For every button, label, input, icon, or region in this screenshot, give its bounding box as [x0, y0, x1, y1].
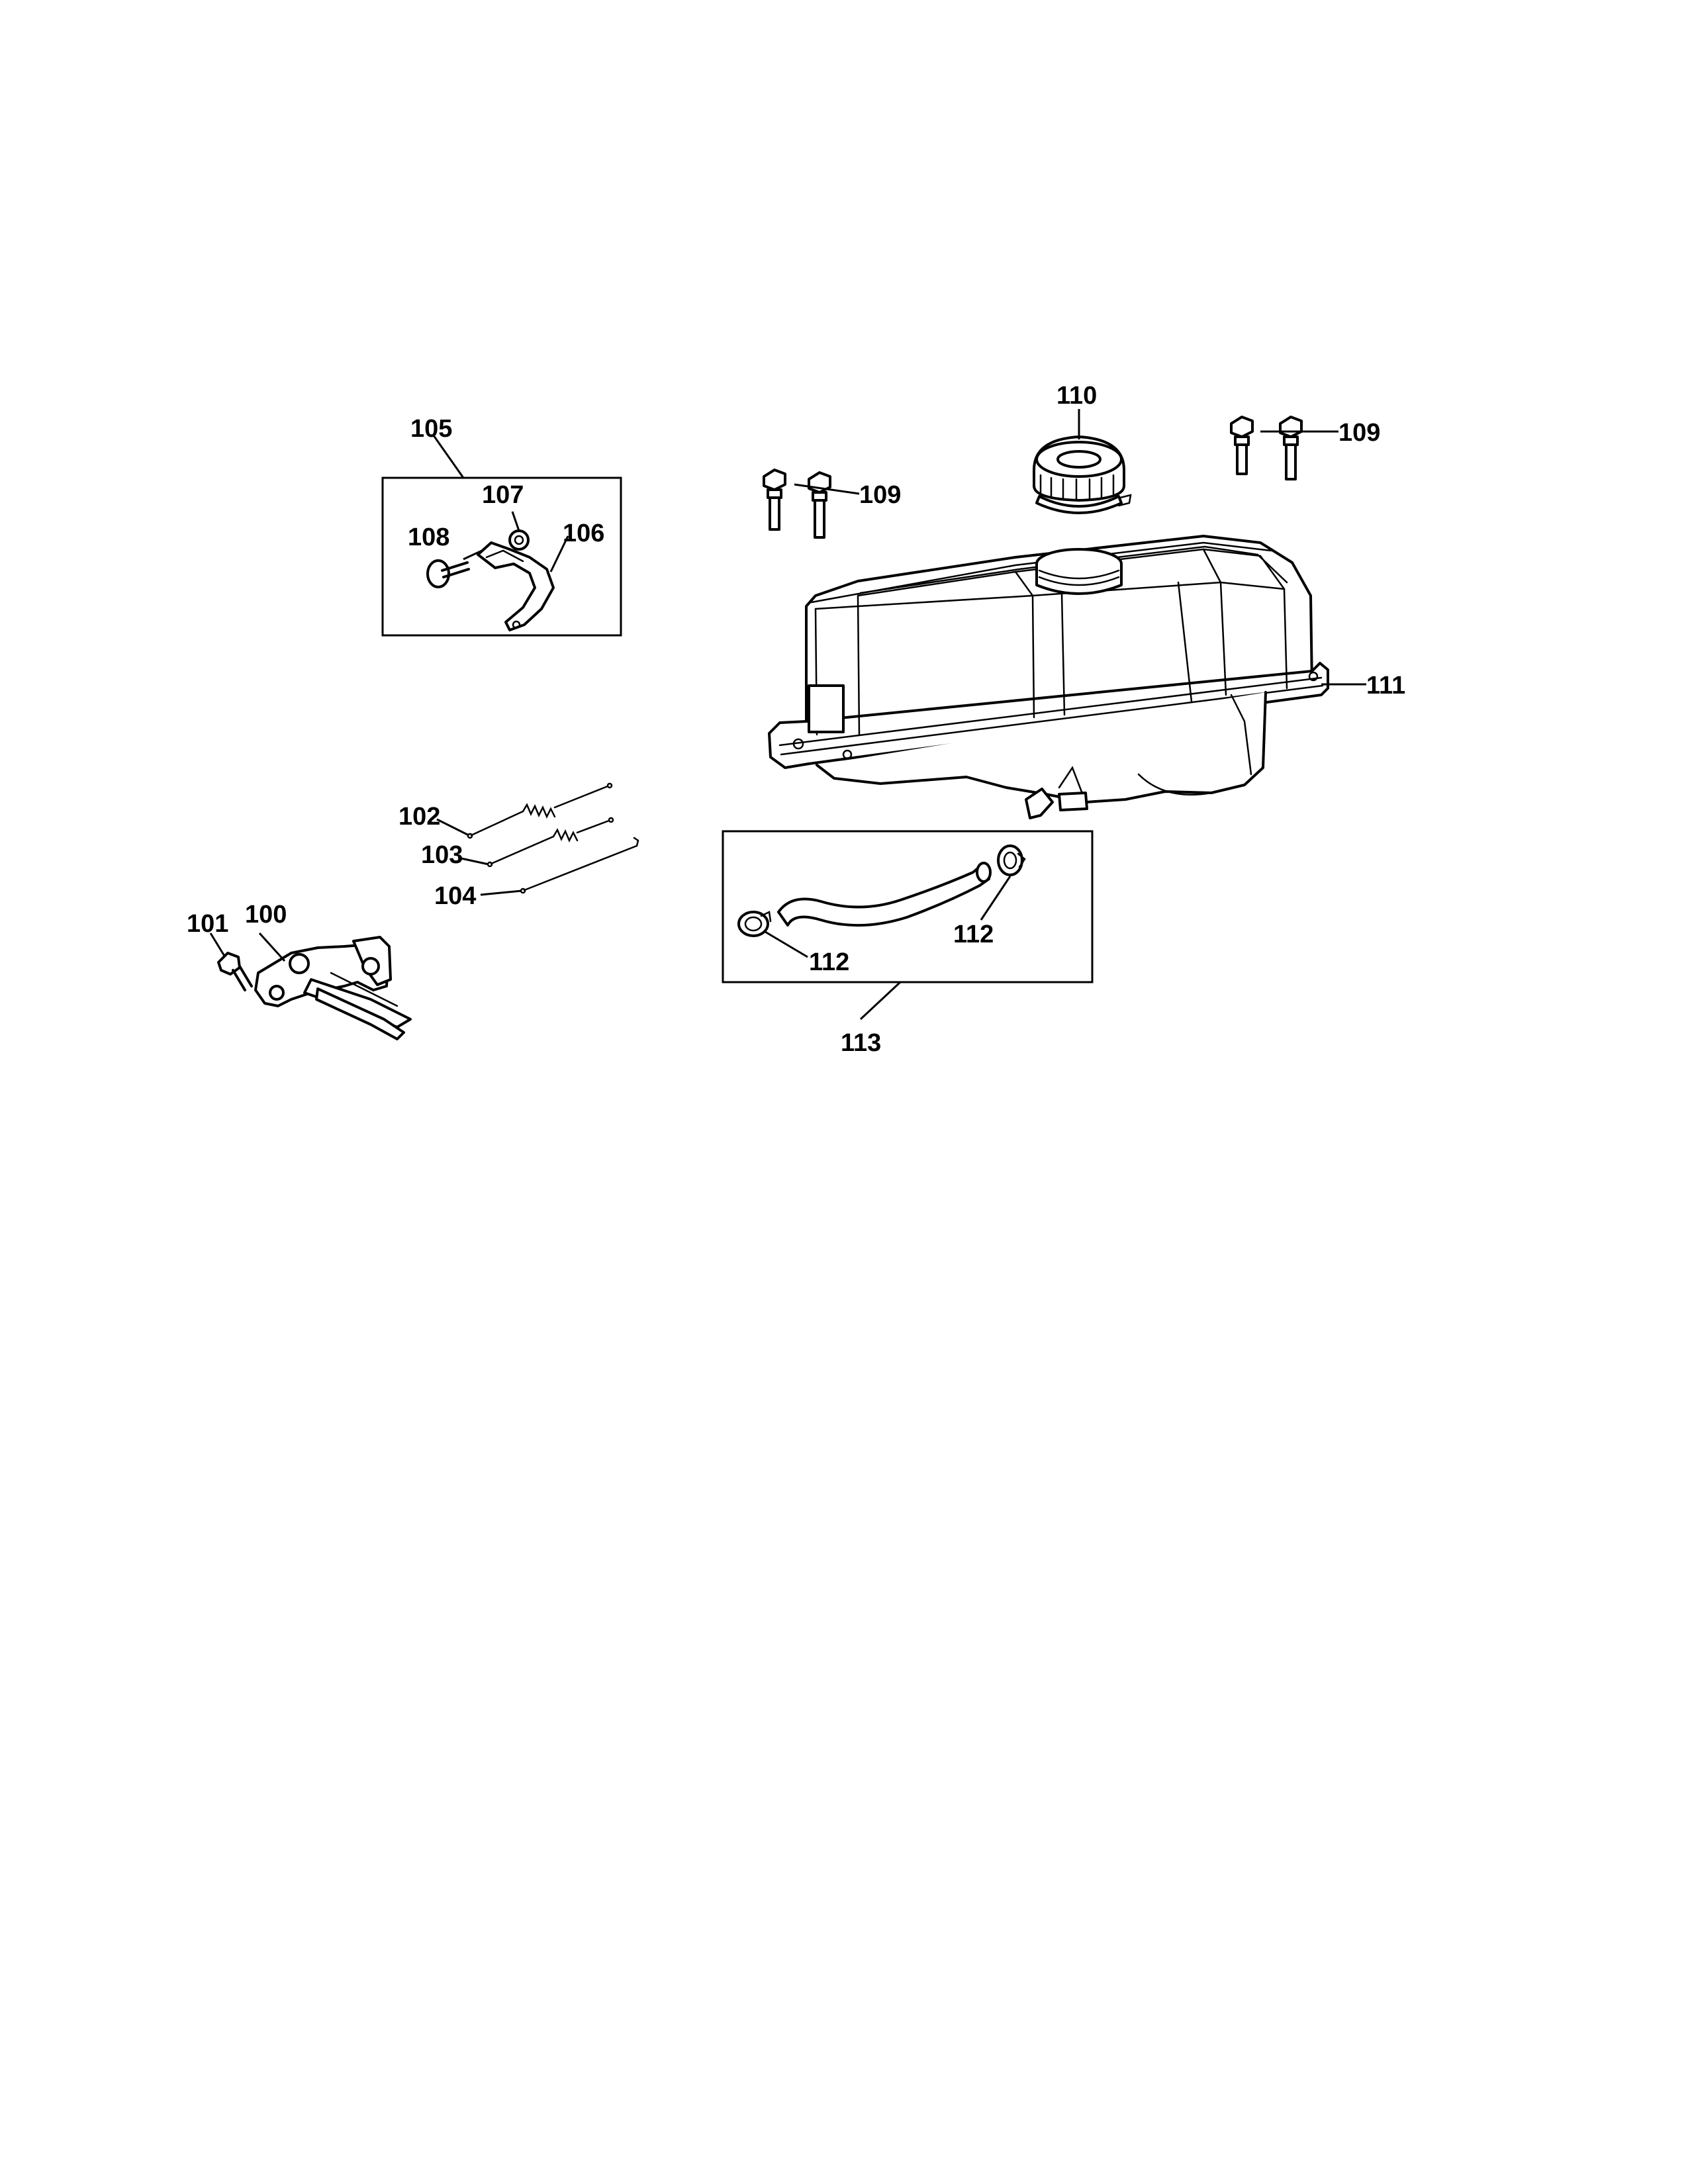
callout-111: 111	[1366, 672, 1405, 700]
leader-103	[457, 856, 489, 866]
fuel-cap-part-110	[1033, 435, 1132, 514]
leader-107	[511, 511, 520, 531]
bolt-part-109-left-2	[808, 471, 831, 539]
leader-104	[480, 889, 522, 896]
callout-113: 113	[841, 1029, 881, 1057]
bolt-part-109-right-1	[1230, 416, 1254, 475]
callout-112-left: 112	[809, 948, 849, 976]
callout-110: 110	[1056, 382, 1097, 410]
callout-112-right: 112	[953, 921, 994, 948]
screw-part-101	[217, 952, 253, 991]
callout-109-right: 109	[1338, 419, 1380, 447]
callout-104: 104	[434, 882, 476, 910]
callout-100: 100	[245, 901, 287, 929]
clamp-part-106	[477, 541, 555, 631]
group-box-113	[722, 830, 1094, 983]
leader-109-left	[794, 483, 860, 495]
leader-102	[436, 818, 469, 837]
screw-part-108	[426, 549, 483, 588]
fuel-hose	[777, 862, 992, 927]
leader-105	[432, 435, 465, 478]
callout-108: 108	[408, 523, 449, 551]
callout-107: 107	[482, 481, 524, 509]
leader-100	[258, 932, 286, 962]
callout-105: 105	[410, 415, 452, 443]
callout-103: 103	[421, 841, 463, 869]
bolt-part-109-left-1	[763, 469, 786, 531]
leader-106	[549, 535, 569, 572]
leader-112-right	[980, 876, 1011, 921]
bolt-part-109-right-2	[1279, 416, 1303, 480]
hose-clamp-part-112-right	[997, 844, 1026, 876]
leader-112-left	[765, 931, 808, 958]
leader-113	[859, 981, 902, 1021]
rod-part-104	[520, 837, 639, 894]
fuel-tank-part-111	[768, 535, 1329, 819]
nut-part-107	[508, 529, 530, 551]
spring-part-103	[487, 817, 614, 868]
callout-106: 106	[563, 520, 604, 547]
callout-102: 102	[399, 803, 440, 831]
group-box-105	[381, 477, 622, 637]
callout-109-left: 109	[859, 481, 901, 509]
callout-101: 101	[187, 910, 228, 938]
control-lever-part-100	[254, 936, 412, 1040]
spring-part-102	[467, 782, 613, 839]
hose-clamp-part-112-left	[737, 911, 772, 937]
leader-101	[209, 933, 226, 958]
